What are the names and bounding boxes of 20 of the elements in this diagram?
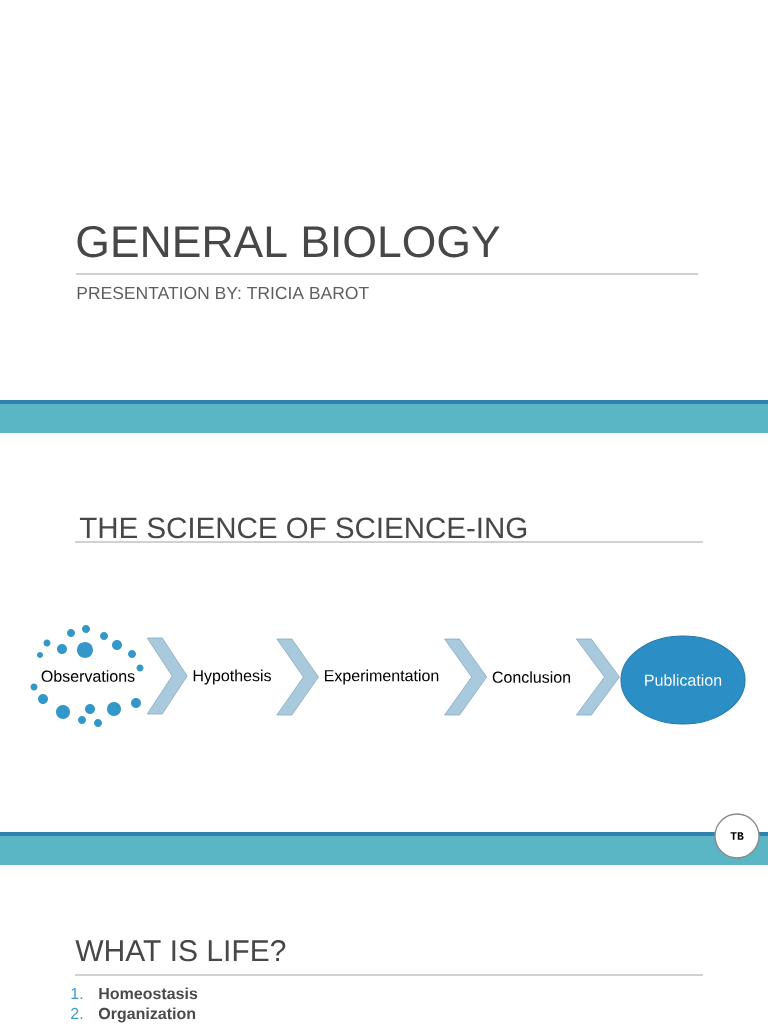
subtitle: PRESENTATION BY: TRICIA BAROT [77, 286, 369, 300]
chevron-arrow [575, 638, 620, 716]
list-number: 1. [71, 988, 83, 999]
node-label: Observations [41, 670, 135, 682]
chevron-arrow [444, 638, 488, 716]
list-item: Homeostasis [99, 987, 198, 1000]
step-label: Conclusion [492, 671, 571, 683]
chevron-arrow [276, 638, 319, 716]
ellipse-node: Publication [620, 635, 746, 725]
heading: THE SCIENCE OF SCIENCE-ING [79, 517, 526, 539]
list-number: 2. [71, 1007, 83, 1019]
node-label: TB [730, 832, 744, 840]
circle-badge: TB [714, 813, 760, 859]
dot-ring: Observations [30, 625, 144, 727]
step-label: Experimentation [325, 669, 439, 685]
heading: WHAT IS LIFE? [75, 940, 286, 962]
chevron-arrow [146, 637, 188, 715]
title: GENERAL BIOLOGY [77, 225, 500, 258]
list-item: Organization [98, 1007, 196, 1023]
step-label: Hypothesis [193, 669, 271, 685]
